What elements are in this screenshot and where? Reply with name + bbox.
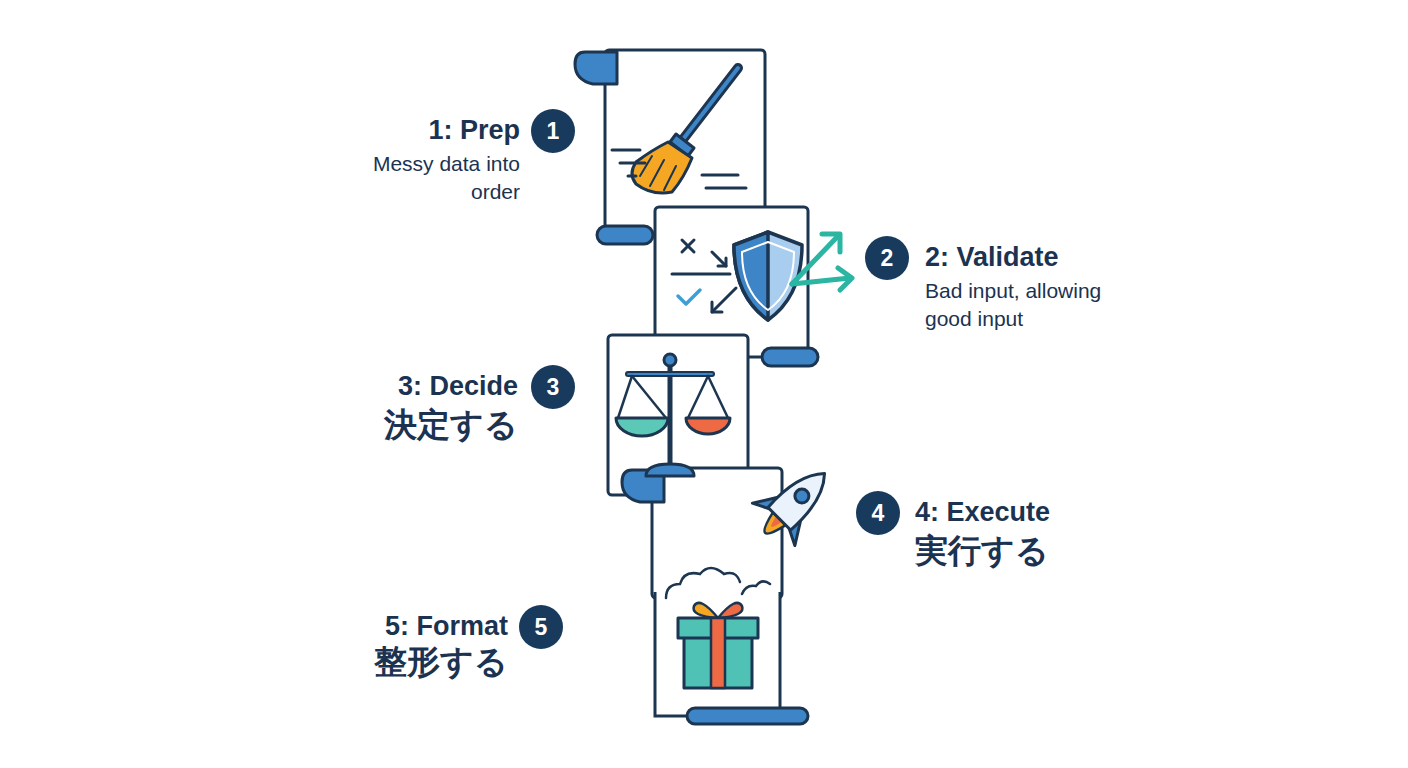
step-number-badge: 4 [856,491,900,535]
step-number-badge: 1 [531,109,575,153]
step-description: Bad input, allowing good input [925,277,1140,333]
rocket-icon [792,486,812,506]
scroll-outline [655,596,780,716]
step-number: 1 [531,109,575,153]
step-number-badge: 3 [531,365,575,409]
step-description: Messy data into order [342,150,520,206]
scroll-border [652,468,782,598]
scroll-curl [762,348,818,366]
step-label-ja: 整形する [268,643,508,681]
step-label-ja: 実行する [915,532,1155,570]
step-number-badge: 2 [865,236,909,280]
step-heading: 2: Validate [925,241,1185,273]
step-number: 3 [531,365,575,409]
step-scroll-panel: 5: Format整形する [655,596,780,716]
step-number: 4 [856,491,900,535]
scroll-curl [687,708,808,724]
step-number: 5 [519,605,563,649]
step-heading: 4: Execute [915,496,1175,528]
step-heading: 5: Format [268,610,508,642]
scroll-curl [597,226,653,244]
scroll-curl [575,52,617,84]
scroll-border [655,592,780,716]
step-number-badge: 5 [519,605,563,649]
scroll-fill [655,596,780,716]
scroll-curl [622,470,664,502]
step-label-ja: 決定する [278,406,518,444]
scroll-outline [652,468,782,598]
rocket-icon [784,517,812,545]
step-scroll-panel: 4: Execute実行する [652,468,782,598]
step-number: 2 [865,236,909,280]
pass-arrows [838,268,852,290]
pass-arrows [822,234,840,252]
step-heading: 3: Decide [278,370,518,402]
step-heading: 1: Prep [280,114,520,146]
